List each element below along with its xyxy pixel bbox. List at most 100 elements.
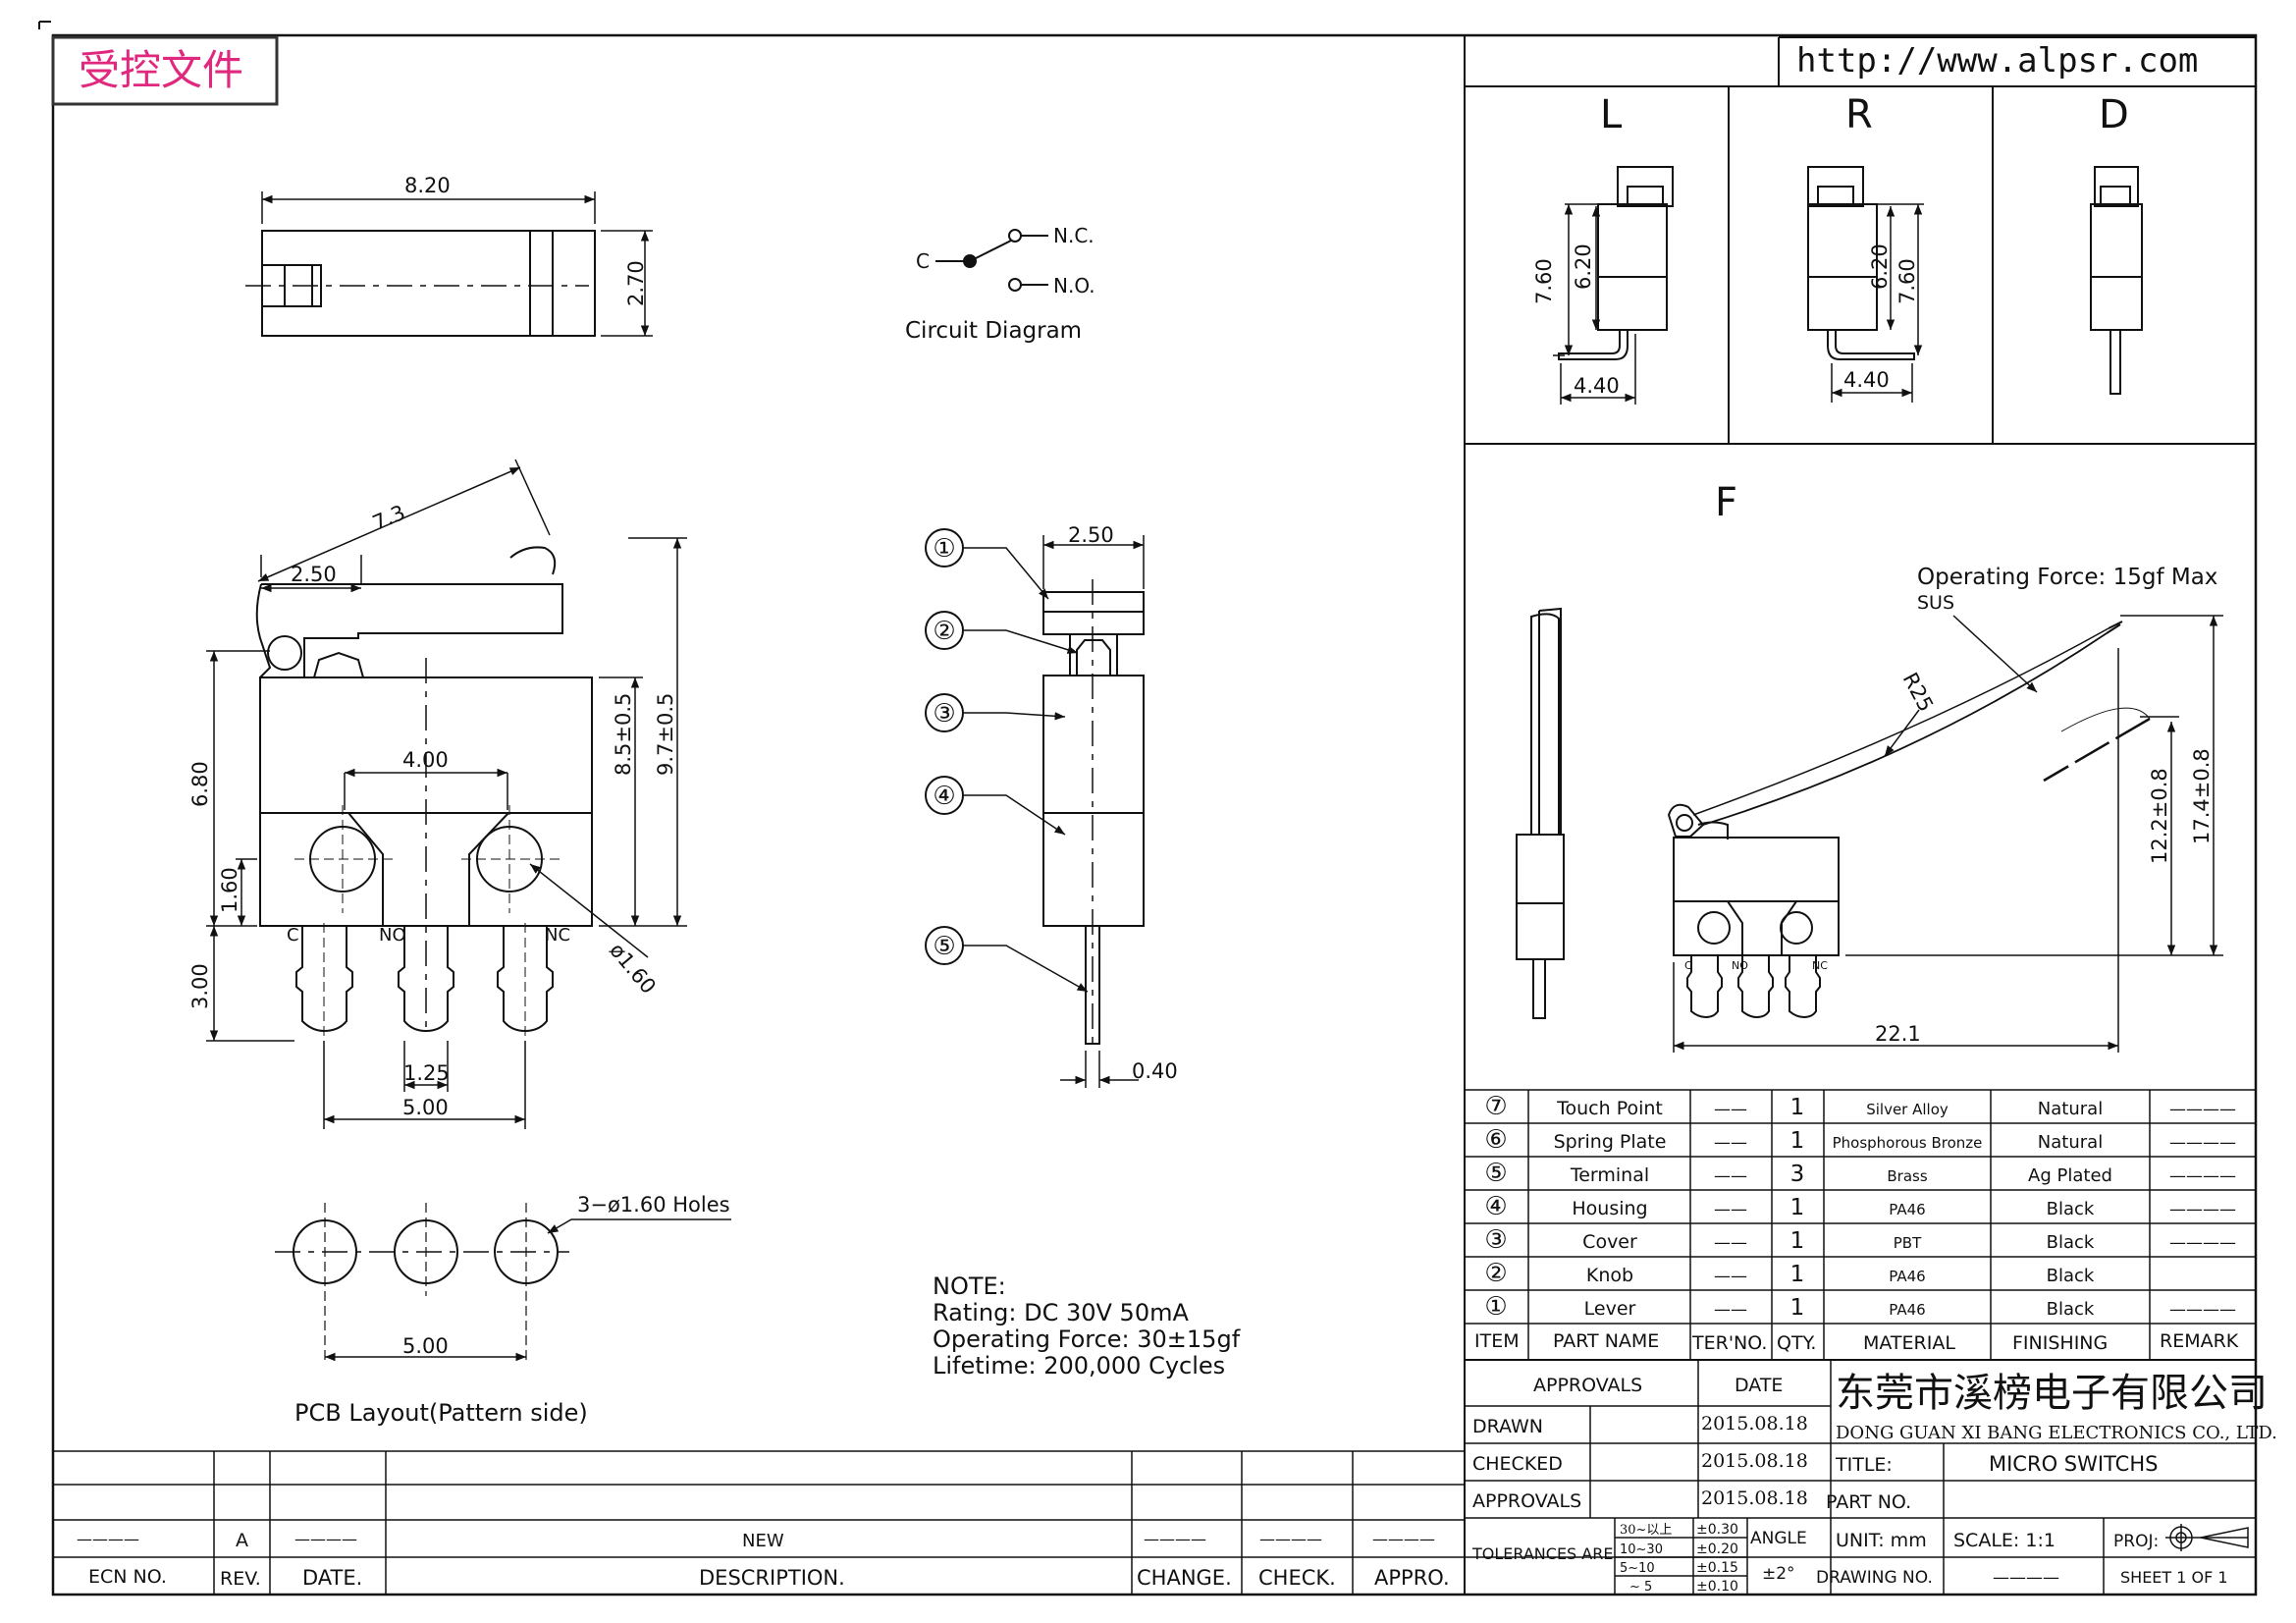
- rev-date-value: ————: [294, 1530, 357, 1548]
- rev-ecn-value: ————: [77, 1530, 139, 1548]
- bom-material: PA46: [1889, 1268, 1925, 1285]
- note-title: NOTE:: [933, 1272, 1006, 1300]
- terminal-nc-label: NC: [545, 925, 570, 946]
- bom-ter-no: ——: [1714, 1300, 1747, 1320]
- rev-appro-value: ————: [1372, 1530, 1435, 1548]
- tolerances-label: TOLERANCES ARE: [1471, 1544, 1613, 1563]
- terminal-c-label: C: [287, 925, 299, 946]
- pcb-pitch: 5.00: [402, 1334, 449, 1358]
- website-url[interactable]: http://www.alpsr.com: [1796, 41, 2198, 81]
- bom-qty: 1: [1790, 1095, 1805, 1120]
- bom-part-name: Knob: [1586, 1265, 1633, 1286]
- bom-material: PA46: [1889, 1201, 1925, 1218]
- callout-3: ③: [933, 699, 955, 729]
- bom-qty: 3: [1790, 1162, 1805, 1187]
- bom-material: PBT: [1894, 1234, 1922, 1252]
- rev-check-value: ————: [1259, 1530, 1322, 1548]
- view-label-D: D: [2099, 92, 2129, 137]
- view-label-R: R: [1845, 92, 1873, 137]
- bom-part-name: Terminal: [1570, 1164, 1649, 1186]
- bom-material: Phosphorous Bronze: [1833, 1134, 1983, 1152]
- tol-value-3: ±0.15: [1696, 1560, 1738, 1576]
- bom-item: ⑥: [1484, 1125, 1507, 1155]
- bom-part-name: Spring Plate: [1554, 1131, 1667, 1153]
- rev-header-date: DATE.: [302, 1566, 362, 1590]
- dim-F-height-1: 12.2±0.8: [2148, 768, 2171, 864]
- dim-R-height-2: 7.60: [1896, 258, 1919, 304]
- bom-ter-no: ——: [1714, 1267, 1747, 1286]
- bom-part-name: Lever: [1584, 1298, 1636, 1320]
- rev-header-check: CHECK.: [1258, 1566, 1336, 1590]
- tol-range-4: ~ 5: [1629, 1580, 1652, 1595]
- dim-F-radius: R25: [1898, 669, 1939, 716]
- bom-item: ②: [1484, 1259, 1507, 1288]
- drawn-date: 2015.08.18: [1701, 1413, 1808, 1434]
- bom-part-name: Touch Point: [1556, 1098, 1663, 1119]
- view-label-F: F: [1715, 480, 1737, 525]
- bom-item: ⑦: [1484, 1092, 1507, 1121]
- bom-finishing: Black: [2047, 1199, 2095, 1219]
- angle-label: ANGLE: [1750, 1529, 1807, 1548]
- drawn-label: DRAWN: [1472, 1416, 1543, 1437]
- bom-header-remark: REMARK: [2160, 1330, 2239, 1352]
- rev-header-description: DESCRIPTION.: [699, 1566, 845, 1590]
- title-block-grid: [1465, 1360, 2256, 1595]
- rev-header-ecn: ECN NO.: [88, 1566, 167, 1588]
- bom-remark: ————: [2169, 1300, 2236, 1320]
- bom-finishing: Natural: [2038, 1132, 2103, 1153]
- bom-header-part-name: PART NAME: [1553, 1330, 1659, 1352]
- approvals-header: APPROVALS: [1533, 1375, 1642, 1396]
- bom-material: Silver Alloy: [1866, 1101, 1949, 1118]
- F-terminal-nc-label: NC: [1812, 959, 1828, 972]
- F-terminal-c-label: C: [1684, 959, 1692, 972]
- dim-terminal-width: 1.25: [403, 1061, 450, 1085]
- drawing-no-value: ————: [1993, 1568, 2059, 1588]
- title-label: TITLE:: [1835, 1454, 1893, 1476]
- bom-item: ⑤: [1484, 1159, 1507, 1188]
- circuit-title: Circuit Diagram: [905, 318, 1082, 344]
- bom-finishing: Natural: [2038, 1099, 2103, 1119]
- dim-L-height-1: 7.60: [1532, 258, 1556, 304]
- view-R: [1807, 166, 1924, 403]
- tol-range-3: 5~10: [1620, 1561, 1655, 1576]
- rev-header-appro: APPRO.: [1374, 1566, 1450, 1590]
- revision-table-grid: [53, 1450, 1465, 1595]
- tol-value-2: ±0.20: [1696, 1542, 1738, 1557]
- pcb-layout-title: PCB Layout(Pattern side): [294, 1399, 588, 1427]
- tol-value-4: ±0.10: [1696, 1579, 1738, 1595]
- dim-body-height-1: 8.5±0.5: [612, 693, 635, 776]
- scale-label: SCALE: 1:1: [1953, 1530, 2056, 1551]
- part-no-label: PART NO.: [1826, 1491, 1911, 1513]
- dim-F-length: 22.1: [1875, 1022, 1921, 1046]
- dim-terminal-length: 3.00: [188, 963, 212, 1009]
- checked-date: 2015.08.18: [1701, 1450, 1808, 1472]
- bom-remark: ————: [2169, 1233, 2236, 1253]
- dim-lever-pivot: 2.50: [291, 563, 337, 586]
- bom-material: PA46: [1889, 1301, 1925, 1319]
- callout-2: ②: [933, 617, 955, 646]
- drawing-no-label: DRAWING NO.: [1816, 1568, 1933, 1588]
- rev-desc-value: NEW: [742, 1531, 784, 1551]
- bom-qty: 1: [1790, 1295, 1805, 1321]
- F-terminal-no-label: NO: [1732, 959, 1748, 972]
- bom-ter-no: ——: [1714, 1100, 1747, 1119]
- circuit-diagram: [935, 229, 1048, 292]
- dim-pin-thickness: 0.40: [1132, 1059, 1178, 1083]
- dim-hole-span: 4.00: [402, 748, 449, 772]
- sheet-label: SHEET 1 OF 1: [2120, 1568, 2228, 1587]
- dim-F-height-2: 17.4±0.8: [2190, 748, 2214, 844]
- dim-hole-diameter: ø1.60: [605, 939, 661, 999]
- projection-symbol-icon: [2165, 1524, 2249, 1551]
- note-operating-force: Operating Force: 30±15gf: [933, 1325, 1241, 1353]
- bom-remark: ————: [2169, 1166, 2236, 1186]
- sheet-border: [51, 33, 2258, 1596]
- top-view: [245, 191, 653, 337]
- sus-label: SUS: [1917, 592, 1954, 614]
- view-F: [1516, 607, 2223, 1053]
- circuit-no-label: N.O.: [1053, 274, 1095, 298]
- dim-side-width: 2.50: [1068, 523, 1114, 547]
- bom-remark: ————: [2169, 1200, 2236, 1219]
- company-name-cn: 东莞市溪榜电子有限公司: [1836, 1371, 2268, 1416]
